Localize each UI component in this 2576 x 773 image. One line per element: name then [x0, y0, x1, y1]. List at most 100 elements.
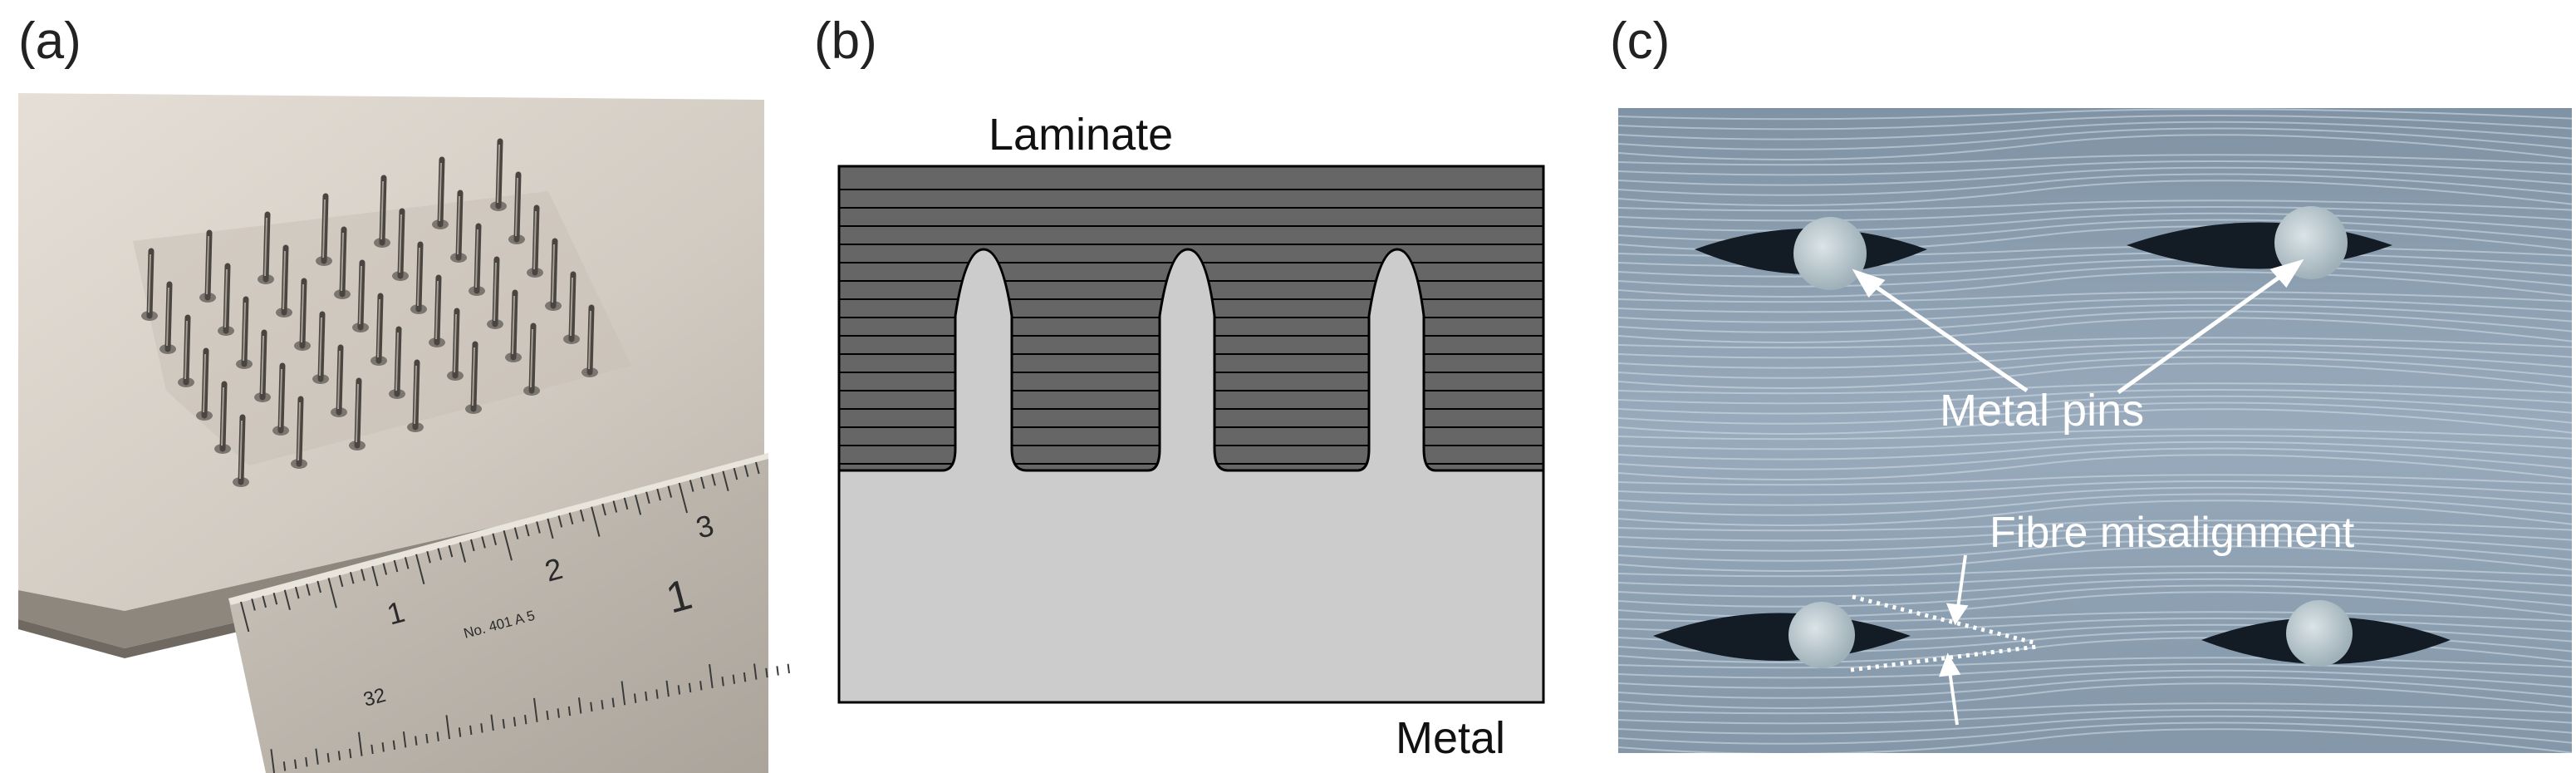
- fibre-strand: [1618, 682, 2572, 709]
- ruler-tick: [722, 470, 729, 491]
- fibre-misalignment-lines: [1850, 594, 2038, 672]
- ruler-tick: [436, 731, 439, 741]
- ruler-tick: [448, 544, 454, 558]
- metal-pin: [523, 322, 540, 396]
- ruler-tick: [513, 527, 519, 539]
- fibre-strand: [1618, 362, 2572, 389]
- ruler-tick: [688, 682, 692, 693]
- ruler-tick: [348, 748, 352, 759]
- metal-pin: [447, 308, 464, 381]
- ruler-tick: [361, 569, 366, 581]
- ruler-tick: [381, 742, 385, 752]
- ruler-tick: [262, 595, 267, 608]
- ruler-tick: [426, 550, 431, 564]
- ruler-tick: [425, 733, 429, 744]
- fibre-strand: [1618, 356, 2572, 379]
- ruler-tick: [776, 666, 779, 676]
- metal-pin: [236, 296, 253, 369]
- metal-pin: [258, 211, 274, 284]
- fibre-misalignment-arrows: [1939, 554, 1969, 726]
- ruler-tick: [392, 740, 396, 751]
- metal-pin: [294, 278, 311, 351]
- metal-pin: [276, 244, 292, 318]
- ruler-tick: [240, 601, 250, 633]
- metal-pins-label: Metal pins: [1940, 386, 2144, 436]
- ruler-tick: [601, 503, 606, 516]
- fibre-strand: [1618, 212, 2572, 232]
- metal-label: Metal: [1396, 713, 1505, 763]
- fibre-strand: [1618, 127, 2572, 150]
- fibre-strand: [1618, 408, 2572, 435]
- ruler-tick: [634, 495, 642, 515]
- metal-pin: [331, 344, 347, 417]
- fibre-strand: [1618, 382, 2572, 395]
- fibre-strand: [1618, 669, 2572, 689]
- metal-region: [837, 248, 1545, 704]
- fibre-strand: [1618, 715, 2572, 735]
- fibre-strand: [1618, 291, 2572, 303]
- metal-pin: [141, 248, 158, 321]
- metal-pin: [233, 414, 249, 487]
- ruler-tick: [382, 563, 388, 575]
- fibre-strand: [1618, 271, 2572, 298]
- fibre-strand: [1618, 578, 2572, 598]
- ruler-tick: [678, 482, 688, 514]
- schematic-diagram: Laminate Metal: [837, 110, 1545, 763]
- fibre-strand: [1618, 702, 2572, 715]
- fibre-strand: [1618, 337, 2572, 349]
- ruler-tick: [536, 521, 541, 534]
- ruler-tick: [667, 485, 673, 498]
- fibre-strand: [1618, 199, 2572, 212]
- metal-pin: [349, 377, 366, 451]
- ruler-tick: [665, 680, 670, 697]
- ruler-tick: [470, 539, 475, 552]
- ruler-tick: [272, 593, 278, 605]
- ruler-tick: [502, 719, 506, 729]
- fibre-strand: [1618, 572, 2572, 588]
- panel-c-label: (c): [1610, 12, 1671, 70]
- metal-pin: [545, 238, 562, 311]
- metal-pin: [407, 359, 424, 432]
- fibre-strand: [1618, 493, 2572, 516]
- ruler-tick: [621, 681, 626, 706]
- metal-pin: [527, 204, 543, 278]
- fibre-strand: [1618, 584, 2572, 608]
- ruler-tick: [371, 565, 379, 587]
- ruler-tick: [755, 461, 760, 475]
- ruler-tick: [327, 578, 337, 608]
- ruler-tick: [305, 757, 308, 767]
- fibre-strand: [1618, 258, 2572, 278]
- pinned-plate-photo: 1 2 3 No. 401 A 5 1 32: [18, 91, 790, 773]
- ruler-tick: [481, 536, 486, 549]
- ruler-tick: [315, 748, 319, 765]
- ruler-tick: [787, 663, 790, 674]
- ruler-tick: [270, 749, 275, 773]
- ruler-tick: [645, 691, 648, 702]
- fibre-strand: [1618, 526, 2572, 542]
- ruler-tick: [753, 663, 758, 680]
- ruler-tick: [293, 759, 297, 770]
- fibre-strand: [1618, 343, 2572, 359]
- ruler-tick: [251, 598, 256, 611]
- ruler-tick: [743, 465, 749, 477]
- metal-pin: [563, 271, 580, 344]
- ruler-tick: [567, 706, 572, 716]
- fibre-misalignment-label: Fibre misalignment: [1990, 509, 2355, 557]
- fibre-strand: [1618, 545, 2572, 572]
- metal-pin-cross-section: [2286, 600, 2353, 667]
- fibre-strand: [1618, 317, 2572, 343]
- ruler-tick: [557, 708, 560, 718]
- metal-pin: [490, 138, 507, 211]
- fibre-strand: [1618, 154, 2572, 166]
- fibre-strand: [1618, 428, 2572, 441]
- fibre-strand: [1618, 721, 2572, 745]
- metal-pin: [389, 326, 405, 399]
- micrograph: Metal pins Fibre misalignment: [1618, 108, 2572, 753]
- ruler-tick: [645, 491, 650, 504]
- ruler-tick: [357, 731, 363, 756]
- ruler-tick: [503, 529, 513, 561]
- ruler-tick: [533, 697, 538, 722]
- fibre-strand: [1618, 134, 2572, 160]
- metal-pins-array: [141, 138, 598, 487]
